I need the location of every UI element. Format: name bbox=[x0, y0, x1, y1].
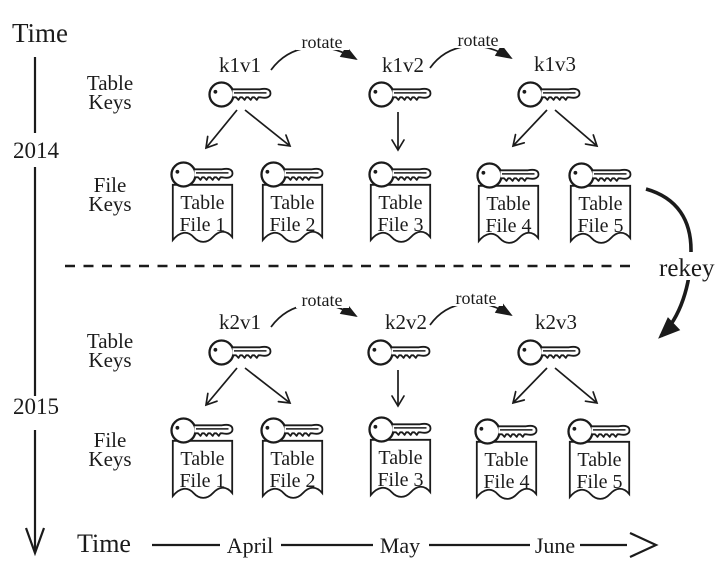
table-key-label-k1v1: k1v1 bbox=[219, 53, 261, 77]
right-arrowhead-icon bbox=[629, 532, 659, 558]
table-key-label-k2v2: k2v2 bbox=[385, 310, 427, 334]
key-icon bbox=[368, 161, 432, 188]
table-file-unit: Table File 4 bbox=[476, 162, 540, 244]
file-keys-row-label-line1: File bbox=[94, 428, 127, 452]
rotate-label-bg bbox=[296, 33, 349, 50]
file-label-line2: File 3 bbox=[377, 469, 423, 491]
table-file-unit: Table File 5 bbox=[568, 162, 632, 244]
file-keys-row-label-line2: Keys bbox=[88, 447, 131, 471]
rekey-arrow bbox=[645, 187, 693, 339]
table-key-label-k1v2: k1v2 bbox=[382, 53, 424, 77]
table-key-label-k1v3: k1v3 bbox=[534, 52, 576, 76]
key-to-file-arrow bbox=[554, 109, 599, 148]
key-icon bbox=[368, 416, 432, 443]
table-file-unit: Table File 4 bbox=[474, 418, 538, 500]
rotate-label-bg bbox=[452, 31, 505, 48]
rekey-label-bg bbox=[656, 252, 718, 280]
table-file-unit: Table File 2 bbox=[260, 161, 324, 243]
horizontal-time-axis: Time April May June bbox=[77, 529, 659, 558]
time-axis-top-label: Time bbox=[12, 18, 68, 48]
key-to-file-arrow bbox=[511, 109, 548, 148]
section-2014: Table Keys File Keys rotate rotate k1v1 … bbox=[87, 30, 632, 244]
key-icon bbox=[170, 161, 234, 188]
rotate-label: rotate bbox=[456, 288, 497, 308]
file-label-line2: File 2 bbox=[269, 470, 315, 492]
file-label-line2: File 1 bbox=[179, 214, 225, 236]
file-label-line2: File 3 bbox=[377, 214, 423, 236]
table-keys-row-label-line2: Keys bbox=[88, 348, 131, 372]
key-icon bbox=[517, 81, 581, 108]
key-icon bbox=[517, 339, 581, 366]
key-icon bbox=[208, 81, 272, 108]
file-label-line1: Table bbox=[270, 192, 314, 214]
rekey-label: rekey bbox=[659, 255, 715, 282]
file-label-line1: Table bbox=[378, 192, 422, 214]
rotate-label-bg bbox=[450, 289, 503, 306]
file-label-line1: Table bbox=[578, 193, 622, 215]
key-icon bbox=[170, 417, 234, 444]
file-label-line2: File 2 bbox=[269, 214, 315, 236]
year-label-2014: 2014 bbox=[13, 138, 60, 163]
table-keys-row-label-line2: Keys bbox=[88, 90, 131, 114]
down-arrowhead-icon bbox=[24, 527, 46, 557]
file-keys-row-label-line2: Keys bbox=[88, 192, 131, 216]
table-file-unit: Table File 2 bbox=[260, 417, 324, 499]
file-label-line1: Table bbox=[486, 193, 530, 215]
key-icon bbox=[476, 162, 540, 189]
table-file-unit: Table File 5 bbox=[567, 418, 631, 500]
rotate-label-bg bbox=[296, 291, 349, 308]
key-to-file-arrow bbox=[244, 367, 292, 405]
key-to-file-arrow bbox=[554, 367, 599, 405]
table-keys-row-label-line1: Table bbox=[87, 329, 133, 353]
file-label-line2: File 4 bbox=[485, 215, 531, 237]
table-file-unit: Table File 1 bbox=[170, 417, 234, 499]
file-label-line2: File 4 bbox=[483, 471, 529, 493]
table-key-label-k2v1: k2v1 bbox=[219, 310, 261, 334]
key-icon bbox=[260, 161, 324, 188]
file-label-line1: Table bbox=[180, 192, 224, 214]
key-to-file-arrow bbox=[204, 109, 238, 150]
key-icon bbox=[567, 418, 631, 445]
key-icon bbox=[368, 81, 432, 108]
key-to-file-arrow bbox=[244, 109, 292, 148]
vertical-time-axis: Time 2014 2015 bbox=[12, 18, 68, 557]
key-icon bbox=[474, 418, 538, 445]
table-file-unit: Table File 3 bbox=[368, 161, 432, 243]
rotate-label: rotate bbox=[302, 32, 343, 52]
file-label-line2: File 5 bbox=[576, 471, 622, 493]
file-keys-row-label-line1: File bbox=[94, 173, 127, 197]
file-label-line1: Table bbox=[577, 449, 621, 471]
time-axis-bottom-label: Time bbox=[77, 529, 131, 558]
file-label-line1: Table bbox=[180, 448, 224, 470]
rotate-label: rotate bbox=[458, 30, 499, 50]
month-label-april: April bbox=[227, 533, 273, 558]
file-label-line2: File 1 bbox=[179, 470, 225, 492]
section-2015: Table Keys File Keys rotate rotate k2v1 … bbox=[87, 288, 631, 500]
key-icon bbox=[367, 339, 431, 366]
key-icon bbox=[568, 162, 632, 189]
table-key-label-k2v3: k2v3 bbox=[535, 310, 577, 334]
file-label-line1: Table bbox=[378, 447, 422, 469]
key-to-file-arrow bbox=[204, 367, 238, 407]
key-to-file-arrow bbox=[511, 367, 548, 405]
file-label-line1: Table bbox=[484, 449, 528, 471]
key-icon bbox=[260, 417, 324, 444]
month-label-june: June bbox=[535, 533, 575, 558]
rotate-label: rotate bbox=[302, 290, 343, 310]
table-file-unit: Table File 1 bbox=[170, 161, 234, 243]
table-file-unit: Table File 3 bbox=[368, 416, 432, 498]
table-keys-row-label-line1: Table bbox=[87, 71, 133, 95]
file-label-line1: Table bbox=[270, 448, 314, 470]
month-label-may: May bbox=[380, 533, 420, 558]
year-label-2015: 2015 bbox=[13, 394, 59, 419]
key-icon bbox=[208, 339, 272, 366]
file-label-line2: File 5 bbox=[577, 215, 623, 237]
